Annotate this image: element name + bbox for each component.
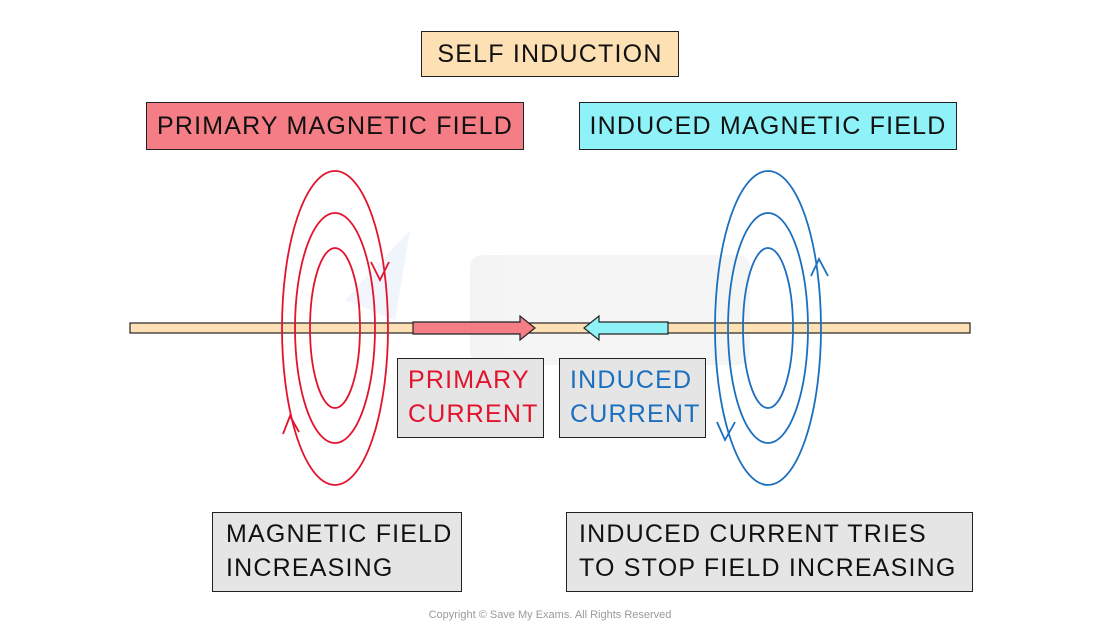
- watermark-logo: [345, 230, 750, 365]
- field-increasing-line2: INCREASING: [226, 554, 394, 582]
- induced-field-label: INDUCED MAGNETIC FIELD: [579, 102, 957, 150]
- induced-field-loops: [714, 170, 829, 486]
- primary-current-line2: CURRENT: [408, 400, 539, 428]
- induced-opposes-line1: INDUCED CURRENT TRIES: [579, 520, 927, 548]
- primary-field-label: PRIMARY MAGNETIC FIELD: [146, 102, 524, 150]
- field-direction-arrow-icon: [810, 256, 829, 277]
- field-increasing-note: MAGNETIC FIELD INCREASING: [212, 512, 462, 592]
- field-direction-arrow-icon: [716, 421, 736, 443]
- field-increasing-line1: MAGNETIC FIELD: [226, 520, 453, 548]
- induced-opposes-note: INDUCED CURRENT TRIES TO STOP FIELD INCR…: [566, 512, 973, 592]
- field-direction-arrow-icon: [282, 413, 300, 435]
- induced-opposes-line2: TO STOP FIELD INCREASING: [579, 554, 957, 582]
- field-direction-arrow-icon: [370, 261, 390, 283]
- diagram-title: SELF INDUCTION: [421, 31, 679, 77]
- primary-current-label: PRIMARY CURRENT: [397, 358, 544, 438]
- primary-field-loops: [281, 170, 390, 486]
- induced-current-arrow-icon: [583, 314, 669, 342]
- copyright-notice: Copyright © Save My Exams. All Rights Re…: [428, 609, 672, 621]
- induced-current-line1: INDUCED: [570, 366, 693, 394]
- primary-current-arrow-icon: [412, 314, 536, 342]
- induced-current-label: INDUCED CURRENT: [559, 358, 706, 438]
- induced-current-line2: CURRENT: [570, 400, 701, 428]
- wire: [129, 322, 971, 334]
- primary-current-line1: PRIMARY: [408, 366, 530, 394]
